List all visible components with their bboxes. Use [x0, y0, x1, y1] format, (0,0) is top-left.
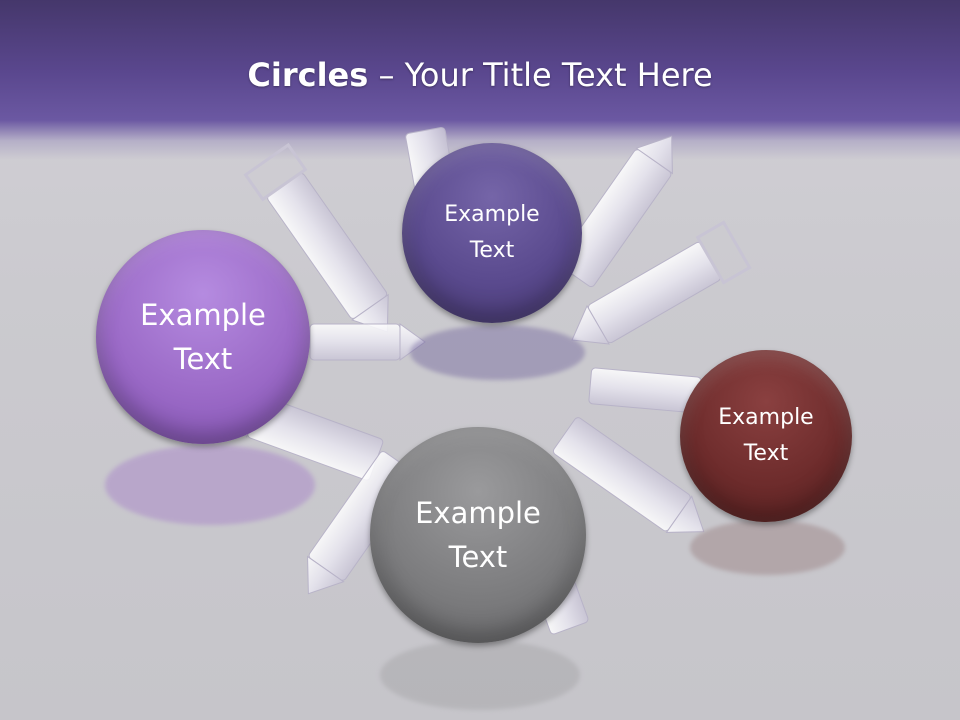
circle-reflection	[690, 520, 845, 575]
circle-right[interactable]: Example Text	[680, 350, 852, 522]
circle-bottom-label: Example Text	[415, 496, 541, 574]
slide-title: Circles – Your Title Text Here	[0, 52, 960, 98]
title-banner	[0, 0, 960, 160]
circle-bottom[interactable]: Example Text	[370, 427, 586, 643]
title-bold: Circles	[247, 56, 369, 94]
circle-right-label: Example Text	[718, 405, 814, 466]
circle-reflection	[105, 445, 315, 525]
circle-top-label: Example Text	[444, 202, 540, 263]
circle-reflection	[380, 640, 580, 710]
circle-left[interactable]: Example Text	[96, 230, 310, 444]
circle-left-label: Example Text	[140, 298, 266, 376]
title-rest: – Your Title Text Here	[368, 56, 713, 94]
circle-top[interactable]: Example Text	[402, 143, 582, 323]
circle-reflection	[410, 325, 585, 380]
